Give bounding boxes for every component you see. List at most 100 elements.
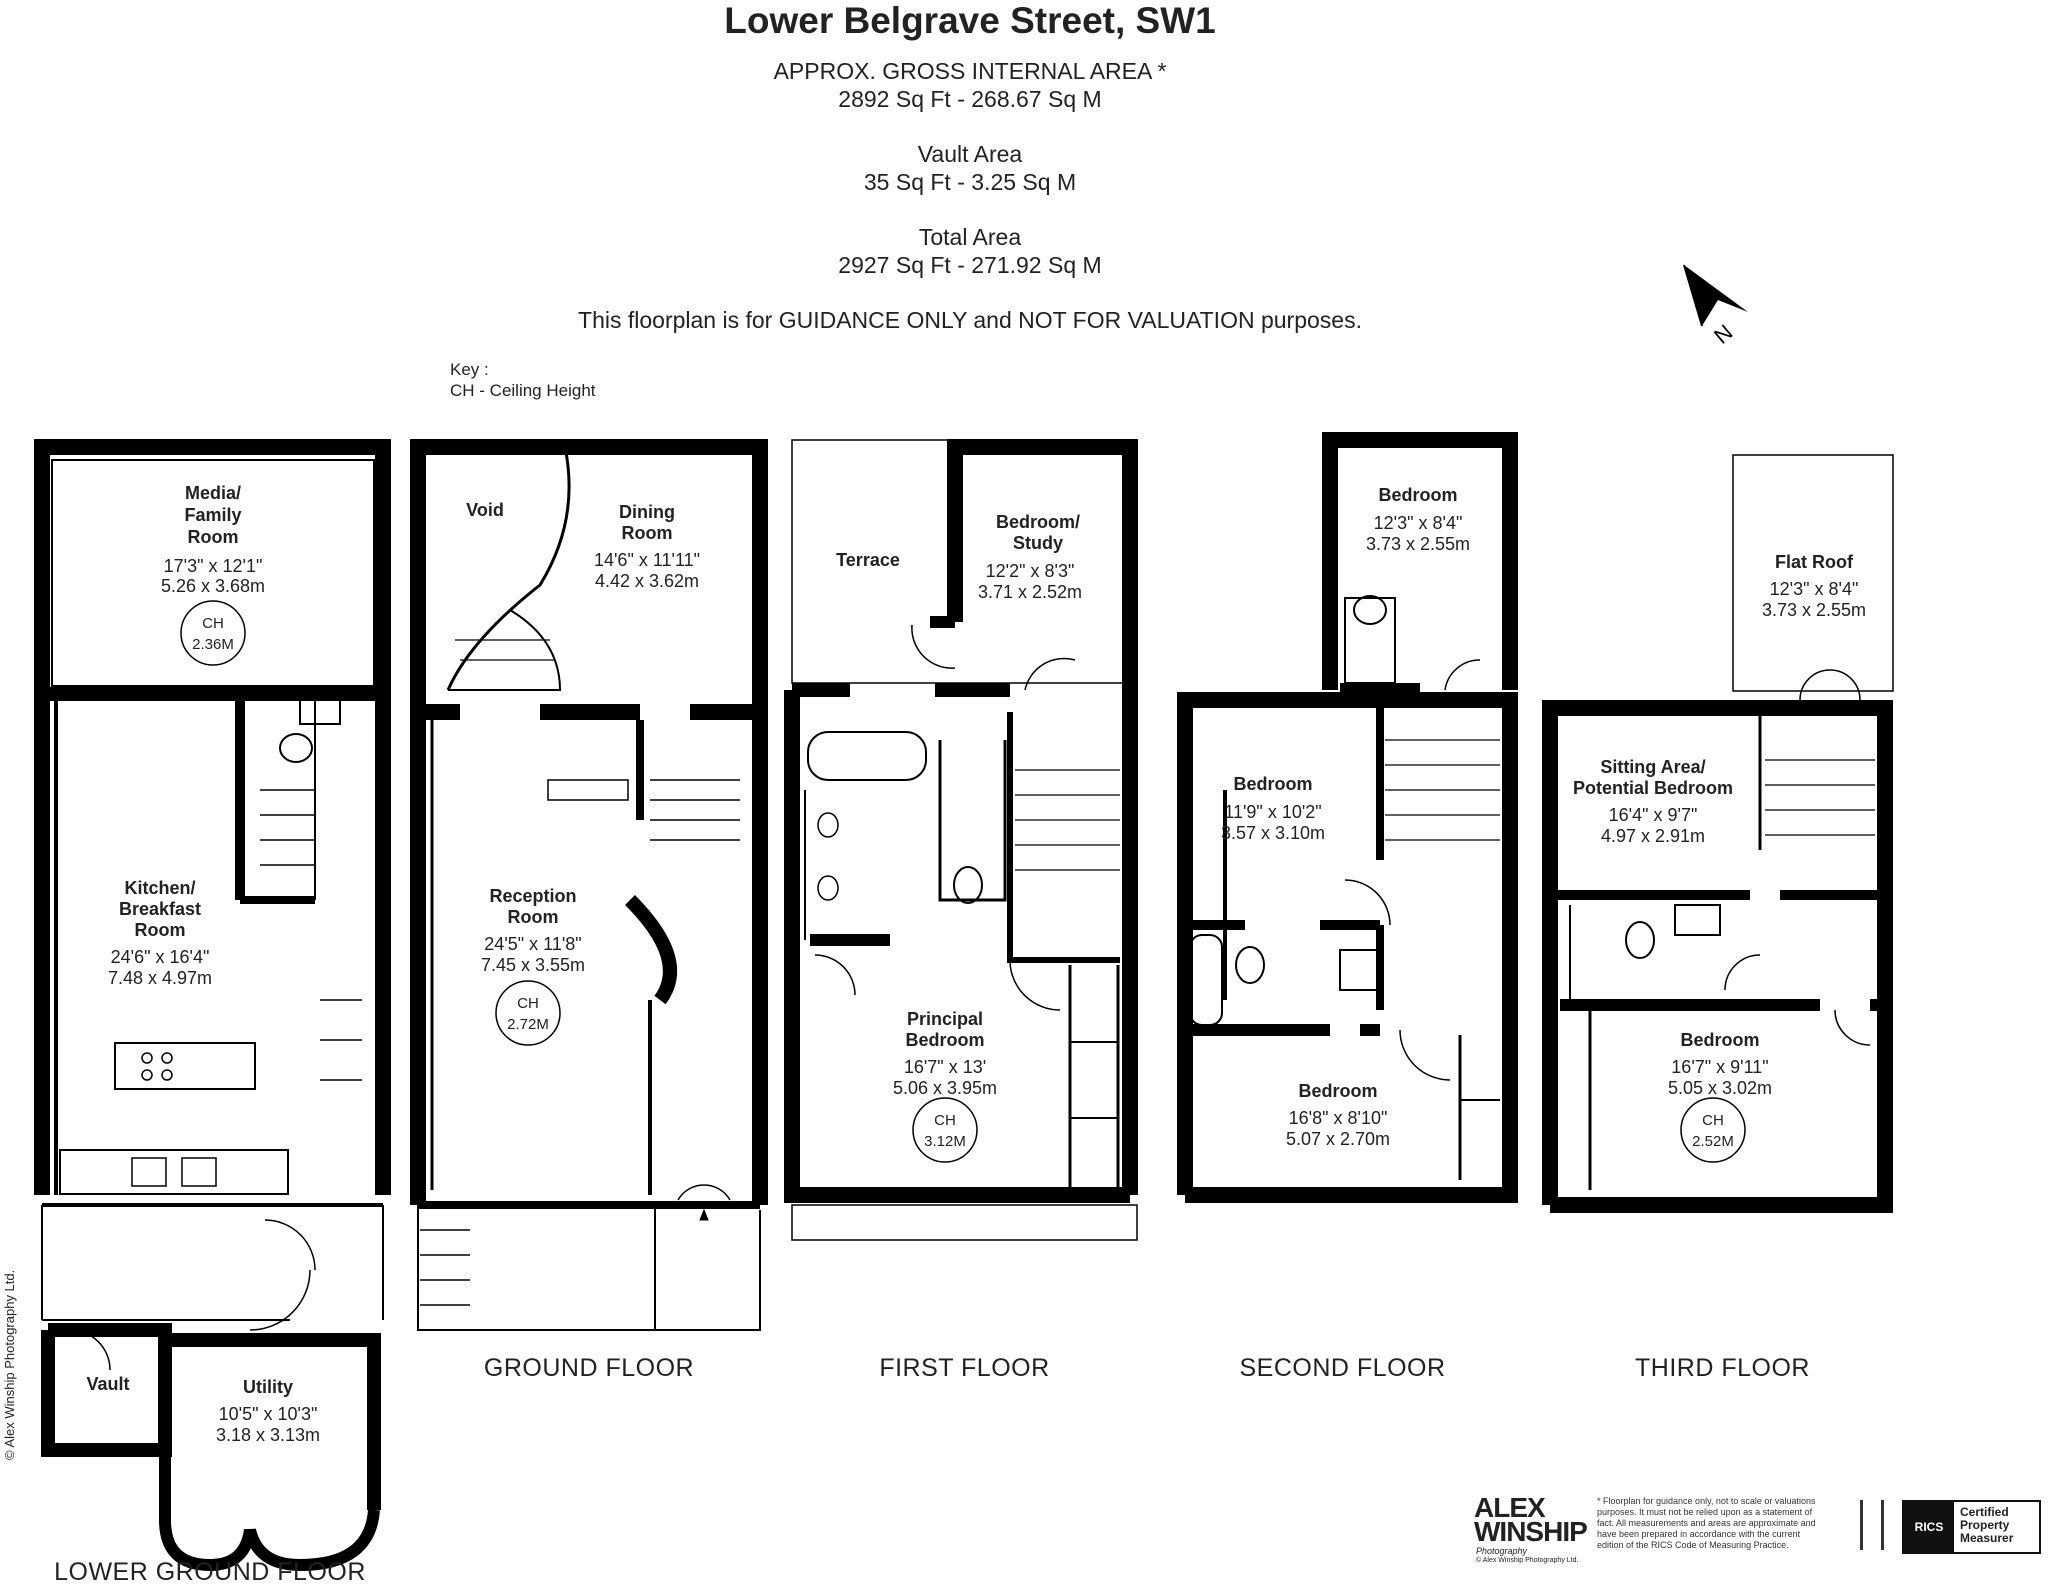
guidance-note: This floorplan is for GUIDANCE ONLY and … bbox=[578, 307, 1362, 333]
dining-label-2: Room bbox=[622, 523, 673, 543]
floor-label-lower-ground: LOWER GROUND FLOOR bbox=[54, 1558, 366, 1586]
principal-label-2: Bedroom bbox=[905, 1030, 984, 1050]
sitting-dim-m: 4.97 x 2.91m bbox=[1601, 826, 1705, 846]
study-dim-m: 3.71 x 2.52m bbox=[978, 582, 1082, 602]
kitchen-label-3: Room bbox=[135, 920, 186, 940]
measurer-mark-icon bbox=[1860, 1500, 1884, 1550]
utility-label: Utility bbox=[243, 1377, 293, 1397]
floor-label-third: THIRD FLOOR bbox=[1635, 1354, 1810, 1382]
reception-label-2: Room bbox=[508, 907, 559, 927]
compass-icon: N bbox=[1683, 264, 1748, 349]
key-ch: CH - Ceiling Height bbox=[450, 381, 596, 400]
reception-ch-value: 2.72M bbox=[507, 1016, 549, 1033]
reception-dim-m: 7.45 x 3.55m bbox=[481, 955, 585, 975]
utility-dim-m: 3.18 x 3.13m bbox=[216, 1425, 320, 1445]
third-floor-plan bbox=[1542, 454, 1894, 1213]
flat-roof-label: Flat Roof bbox=[1775, 552, 1854, 572]
media-ch-value: 2.36M bbox=[192, 636, 234, 653]
ch-circle-reception bbox=[495, 980, 561, 1046]
logo-subtitle: Photography bbox=[1476, 1546, 1528, 1556]
kitchen-label-2: Breakfast bbox=[119, 899, 201, 919]
kitchen-dim-ft: 24'6" x 16'4" bbox=[111, 947, 210, 967]
media-label-3: Room bbox=[188, 527, 239, 547]
principal-ch: CH bbox=[934, 1112, 956, 1129]
gia-value: 2892 Sq Ft - 268.67 Sq M bbox=[838, 86, 1102, 112]
dining-label-1: Dining bbox=[619, 502, 675, 522]
flat-roof-m: 3.73 x 2.55m bbox=[1762, 600, 1866, 620]
rics-certified: Certified Property Measurer bbox=[1954, 1502, 2013, 1552]
principal-dim-m: 5.06 x 3.95m bbox=[893, 1078, 997, 1098]
rics-certified-2: Property bbox=[1960, 1518, 2010, 1532]
dining-dim-m: 4.42 x 3.62m bbox=[595, 571, 699, 591]
principal-label-1: Principal bbox=[907, 1009, 983, 1029]
rics-certified-1: Certified bbox=[1960, 1505, 2009, 1519]
sf-bed-top-m: 3.73 x 2.55m bbox=[1366, 534, 1470, 554]
logo-line-2: WINSHIP bbox=[1474, 1516, 1588, 1547]
lower-ground-floor-plan bbox=[34, 439, 391, 1572]
sf-bed-low-m: 5.07 x 2.70m bbox=[1286, 1129, 1390, 1149]
study-label-2: Study bbox=[1013, 533, 1063, 553]
study-label-1: Bedroom/ bbox=[996, 512, 1080, 532]
principal-ch-value: 3.12M bbox=[924, 1133, 966, 1150]
sf-bed-top-label: Bedroom bbox=[1378, 485, 1457, 505]
dining-dim-ft: 14'6" x 11'11" bbox=[594, 550, 700, 570]
ground-floor-plan bbox=[410, 439, 768, 1331]
total-value: 2927 Sq Ft - 271.92 Sq M bbox=[838, 252, 1102, 278]
kitchen-label-1: Kitchen/ bbox=[124, 878, 195, 898]
utility-dim-ft: 10'5" x 10'3" bbox=[219, 1404, 318, 1424]
sf-bed-mid-m: 3.57 x 3.10m bbox=[1221, 823, 1325, 843]
media-label-2: Family bbox=[184, 505, 241, 525]
sf-bed-low-label: Bedroom bbox=[1298, 1081, 1377, 1101]
sitting-label-2: Potential Bedroom bbox=[1573, 778, 1733, 798]
tf-bed-ft: 16'7" x 9'11" bbox=[1671, 1057, 1768, 1077]
logo-copyright: © Alex Winship Photography Ltd. bbox=[1476, 1557, 1579, 1564]
gia-label: APPROX. GROSS INTERNAL AREA * bbox=[773, 58, 1167, 84]
sitting-dim-ft: 16'4" x 9'7" bbox=[1609, 805, 1698, 825]
sf-bed-mid-ft: 11'9" x 10'2" bbox=[1224, 802, 1321, 822]
second-floor-plan bbox=[1177, 432, 1518, 1203]
reception-label-1: Reception bbox=[489, 886, 576, 906]
vault-label: Vault bbox=[86, 1374, 129, 1394]
vault-value: 35 Sq Ft - 3.25 Sq M bbox=[863, 169, 1077, 195]
ch-circle-third bbox=[1680, 1097, 1746, 1163]
void-label: Void bbox=[466, 500, 504, 520]
ch-circle-principal bbox=[912, 1097, 978, 1163]
rics-badge: RICS Certified Property Measurer bbox=[1902, 1500, 2041, 1554]
flat-roof-ft: 12'3" x 8'4" bbox=[1770, 579, 1859, 599]
media-dim-m: 5.26 x 3.68m bbox=[161, 576, 265, 596]
page-title: Lower Belgrave Street, SW1 bbox=[724, 0, 1216, 41]
vault-label: Vault Area bbox=[917, 141, 1023, 167]
study-dim-ft: 12'2" x 8'3" bbox=[986, 561, 1075, 581]
floor-label-second: SECOND FLOOR bbox=[1239, 1354, 1446, 1382]
first-floor-plan bbox=[784, 439, 1138, 1241]
principal-dim-ft: 16'7" x 13' bbox=[904, 1057, 986, 1077]
rics-logo: RICS bbox=[1904, 1502, 1954, 1552]
total-label: Total Area bbox=[918, 224, 1022, 250]
sf-bed-mid-label: Bedroom bbox=[1233, 774, 1312, 794]
tf-ch: CH bbox=[1702, 1112, 1724, 1129]
tf-ch-value: 2.52M bbox=[1692, 1133, 1734, 1150]
disclaimer-text: * Floorplan for guidance only, not to sc… bbox=[1597, 1496, 1816, 1550]
reception-dim-ft: 24'5" x 11'8" bbox=[484, 934, 581, 954]
kitchen-dim-m: 7.48 x 4.97m bbox=[108, 968, 212, 988]
compass-letter: N bbox=[1709, 319, 1737, 348]
tf-bed-label: Bedroom bbox=[1680, 1030, 1759, 1050]
floor-label-ground: GROUND FLOOR bbox=[483, 1354, 695, 1382]
media-ch: CH bbox=[202, 615, 224, 632]
floor-label-first: FIRST FLOOR bbox=[879, 1354, 1050, 1382]
copyright-vertical: © Alex Winship Photography Ltd. bbox=[2, 1270, 17, 1460]
logo-line-1: ALEX bbox=[1474, 1492, 1546, 1523]
sitting-label-1: Sitting Area/ bbox=[1600, 757, 1705, 777]
reception-ch: CH bbox=[517, 995, 539, 1012]
terrace-label: Terrace bbox=[836, 550, 900, 570]
sf-bed-low-ft: 16'8" x 8'10" bbox=[1289, 1108, 1388, 1128]
media-dim-ft: 17'3" x 12'1" bbox=[164, 556, 263, 576]
key-title: Key : bbox=[450, 360, 489, 379]
ch-circle-media bbox=[180, 600, 246, 666]
rics-certified-3: Measurer bbox=[1960, 1531, 2014, 1545]
media-label-1: Media/ bbox=[185, 483, 241, 503]
logo-wordmark: ALEX WINSHIP bbox=[1474, 1492, 1588, 1547]
sf-bed-top-ft: 12'3" x 8'4" bbox=[1374, 513, 1463, 533]
tf-bed-m: 5.05 x 3.02m bbox=[1668, 1078, 1772, 1098]
